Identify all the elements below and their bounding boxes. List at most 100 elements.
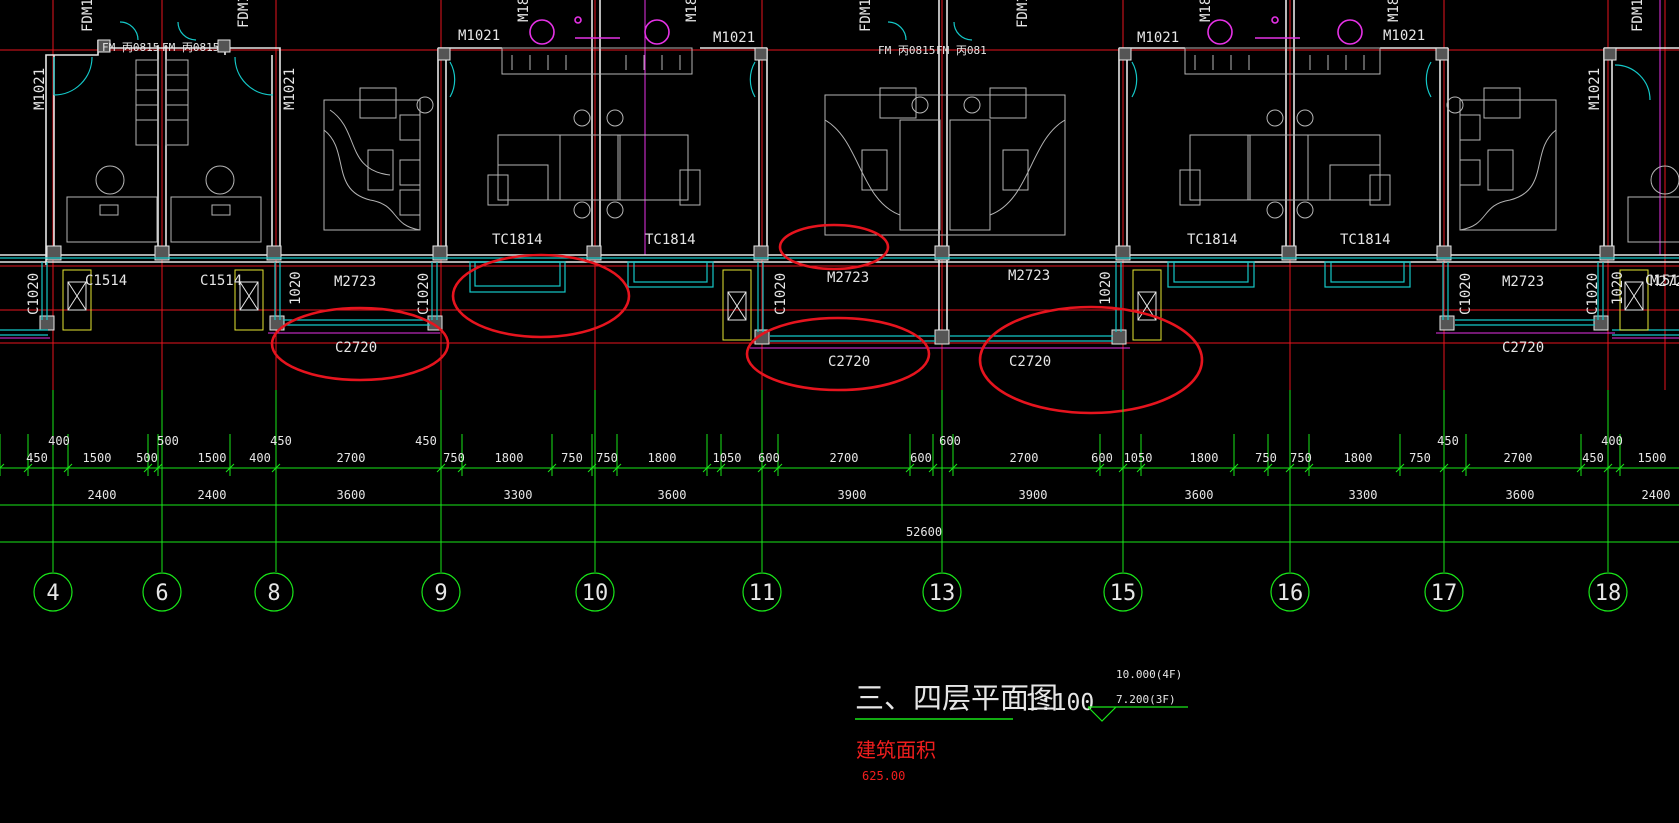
dim-value: 3900 [838,488,867,502]
axis-bubble: 16 [1270,572,1310,612]
door-label: M1021 [1587,68,1603,110]
axis-label: 13 [929,581,956,606]
window-c2720-label: C2720 [1502,340,1544,356]
dim-value: 750 [561,451,583,465]
axis-bubble: 17 [1424,572,1464,612]
balcony-door-label: M2723 [334,274,376,290]
dim-value: 600 [910,451,932,465]
axis-bubble: 6 [142,572,182,612]
dim-value: 1500 [83,451,112,465]
dim-total: 52600 [906,525,942,539]
window-c2720-label: C2720 [1009,354,1051,370]
dim-value: 1800 [1344,451,1373,465]
dim-value: 1800 [495,451,524,465]
dim-value: 2400 [198,488,227,502]
bathroom-fixtures [529,16,1363,45]
axis-label: 18 [1595,581,1622,606]
door-label: M1021 [282,68,298,110]
axis-label: 16 [1277,581,1304,606]
dim-value: 600 [758,451,780,465]
dim-value: 3600 [337,488,366,502]
elevation-lower: 7.200(3F) [1116,693,1176,706]
balcony-door-label: M2723 [827,270,869,286]
elevation-marker [1087,706,1188,722]
window-label: C1514 [1645,273,1679,289]
drawing-title: 三、四层平面图 [855,681,1058,715]
markup-ellipses [270,223,1204,415]
balcony-door-label: M2723 [1008,268,1050,284]
area-value: 625.00 [862,769,905,783]
dim-value: 2700 [1010,451,1039,465]
axis-bubble: 11 [742,572,782,612]
title-block: 三、四层平面图 1:100 10.000(4F) 7.200(3F) 建筑面积 … [855,668,1188,783]
dim-value: 3300 [1349,488,1378,502]
window-label: C1020 [416,273,432,315]
axis-bubble: 18 [1588,572,1628,612]
axis-bubble: 10 [575,572,615,612]
window-label: 1020 [1098,271,1114,305]
door-label-partial: M18 [1386,0,1402,22]
window-label: C1020 [26,273,42,315]
window-c2720-label: C2720 [335,340,377,356]
dim-value: 2700 [830,451,859,465]
dim-value: 450 [1582,451,1604,465]
fire-door-label: FDM1 [80,0,96,32]
dim-value: 2700 [337,451,366,465]
room-labels: M1021 M1021 M1021 M1021 M1021 M1021 M102… [26,0,1679,370]
window-label: C1020 [1585,273,1601,315]
door-label-partial: M18 [516,0,532,22]
axis-label: 8 [267,581,280,606]
fire-door-label: FDM1 [858,0,874,32]
axis-bubble: 13 [922,572,962,612]
dim-value: 400 [1601,434,1623,448]
window-label: C1514 [85,273,127,289]
magenta-guide-lines [644,0,1661,255]
dim-value: 450 [270,434,292,448]
dimension-text: 450 1500 500 1500 400 2700 750 1800 750 … [26,434,1670,539]
balcony-door-label: M2723 [1650,274,1679,290]
dim-value: 500 [136,451,158,465]
door-label: M1021 [458,28,500,44]
dim-value: 750 [443,451,465,465]
fire-door-label: FM 丙081 [936,44,987,57]
dim-value: 3600 [658,488,687,502]
dim-value: 750 [596,451,618,465]
fire-door-label: FM 丙0815 [878,44,935,57]
fire-door-label: FDM1 [1630,0,1646,32]
axis-label: 15 [1110,581,1137,606]
dim-value: 450 [26,451,48,465]
axis-bubbles: 4 6 8 9 10 11 13 15 16 17 18 [33,572,1628,612]
bay-window-label: TC1814 [1340,232,1391,248]
fire-door-label: FDM1 [236,0,252,28]
dim-value: 750 [1409,451,1431,465]
door-label: M1021 [32,68,48,110]
dim-tick [0,463,5,469]
dim-value: 1500 [1638,451,1667,465]
axis-bubble: 9 [421,572,461,612]
dim-value: 750 [1290,451,1312,465]
dimension-ticks [0,434,1625,476]
columns [39,39,1617,345]
fire-door-label: FM 丙0815 [102,41,159,54]
axis-bubble: 8 [254,572,294,612]
dim-value: 400 [249,451,271,465]
bay-window-label: TC1814 [645,232,696,248]
balcony-walls [0,332,1679,349]
bay-window-label: TC1814 [492,232,543,248]
dim-value: 1050 [1124,451,1153,465]
dim-value: 3300 [504,488,533,502]
axis-label: 17 [1431,581,1458,606]
dim-value: 1800 [648,451,677,465]
window-label: 1020 [288,271,304,305]
dim-value: 2400 [88,488,117,502]
furniture [66,47,1679,243]
axis-label: 10 [582,581,609,606]
window-label: C1020 [1458,273,1474,315]
door-label: M1021 [713,30,755,46]
axis-label: 11 [749,581,776,606]
shafts [62,269,1649,341]
dim-value: 500 [157,434,179,448]
balcony-door-label: M2723 [1502,274,1544,290]
door-label-partial: M18 [1198,0,1214,22]
dim-value: 450 [1437,434,1459,448]
